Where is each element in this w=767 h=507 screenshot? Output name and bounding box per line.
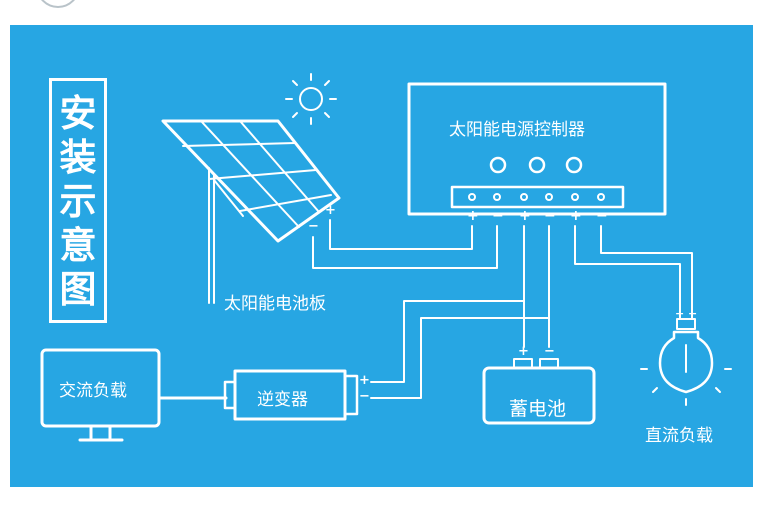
- title-char: 安: [59, 91, 97, 135]
- terminal-sign: −: [596, 208, 608, 224]
- monitor-icon: [40, 348, 161, 442]
- dc-load-label: 直流负载: [645, 426, 713, 446]
- terminal-sign: +: [467, 208, 479, 224]
- inverter-sign: +: [359, 373, 370, 388]
- panel-sign: +: [325, 203, 336, 218]
- wire-load-negative: [600, 225, 693, 319]
- title-char: 意: [59, 223, 97, 267]
- controller-indicator-3: [565, 156, 583, 174]
- terminal-sign: −: [544, 208, 556, 224]
- wire-inverter-positive: [370, 300, 525, 383]
- solar-panel-icon: [161, 119, 341, 304]
- battery-sign: −: [544, 344, 555, 359]
- terminal-sign: −: [492, 208, 504, 224]
- wire-load-positive: [574, 225, 681, 319]
- controller-label: 太阳能电源控制器: [449, 120, 585, 140]
- battery-sign: +: [518, 344, 529, 359]
- controller-indicator-1: [489, 156, 507, 174]
- inverter-box: [223, 369, 359, 421]
- battery-label: 蓄电池: [509, 398, 567, 420]
- inverter-sign: −: [359, 389, 370, 404]
- controller-box: [407, 82, 667, 216]
- light-bulb-icon: [640, 318, 732, 406]
- bulb-sign: +: [675, 307, 685, 320]
- bulb-sign: −: [688, 307, 698, 320]
- terminal-block: [450, 185, 625, 209]
- panel-sign: −: [308, 219, 319, 234]
- solar-panel-label: 太阳能电池板: [224, 294, 326, 314]
- sun-icon: [285, 73, 337, 125]
- title-char: 图: [59, 267, 97, 311]
- page-title: 安 装 示 意 图: [52, 91, 104, 311]
- inverter-label: 逆变器: [257, 390, 308, 410]
- diagram-panel: [10, 25, 753, 487]
- controller-indicator-2: [528, 156, 546, 174]
- bottom-strip: [0, 492, 767, 507]
- title-char: 装: [59, 135, 97, 179]
- ac-load-label: 交流负载: [59, 381, 127, 401]
- wire-inverter-negative: [370, 317, 550, 399]
- wire-panel-positive: [329, 219, 473, 250]
- title-box: 安 装 示 意 图: [49, 78, 107, 323]
- title-char: 示: [59, 179, 97, 223]
- wire-panel-negative: [312, 225, 498, 269]
- battery-icon: [482, 358, 596, 425]
- terminal-sign: +: [570, 208, 582, 224]
- terminal-sign: +: [519, 208, 531, 224]
